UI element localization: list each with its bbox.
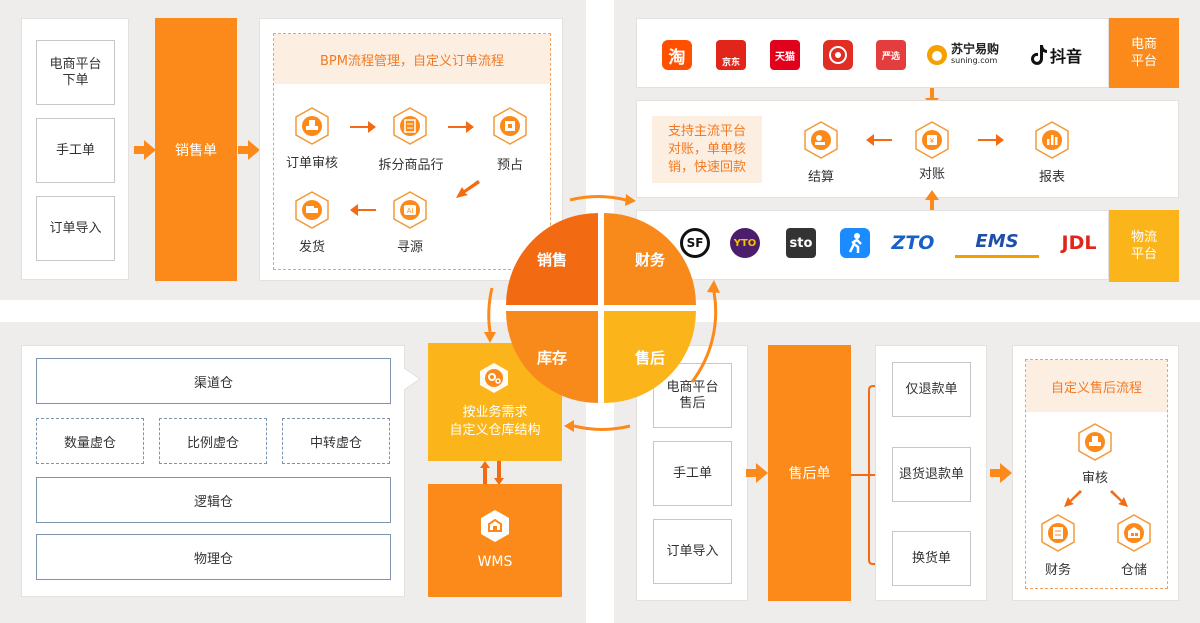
sales-channel-ecommerce: 电商平台 下单 xyxy=(36,40,115,105)
arrow-icon xyxy=(925,190,939,210)
node-finance: 财务 xyxy=(1044,563,1071,578)
arrow-icon xyxy=(1110,490,1128,507)
svg-text:¥: ¥ xyxy=(930,138,934,145)
aftersale-flow-title: 自定义售后流程 xyxy=(1026,360,1167,412)
custom-warehouse-text: 按业务需求 自定义仓库结构 xyxy=(449,405,541,438)
arrow-icon xyxy=(456,180,480,198)
virtual-warehouse-transit: 中转虚仓 xyxy=(282,418,390,464)
warehouse-icon xyxy=(481,510,509,542)
taobao-logo: 淘 xyxy=(662,40,692,70)
arrow-icon xyxy=(350,121,376,133)
logistics-platform-label: 物流 平台 xyxy=(1109,210,1179,282)
aftersale-flow-frame xyxy=(1025,359,1168,589)
virtual-warehouse-ratio: 比例虚仓 xyxy=(159,418,267,464)
suning-logo-text: 苏宁易购 xyxy=(951,42,1000,56)
storage-icon xyxy=(1117,514,1151,552)
aftersale-channel-manual: 手工单 xyxy=(653,441,732,506)
pinduoduo-logo xyxy=(823,40,853,70)
logical-warehouse: 逻辑仓 xyxy=(36,477,391,523)
bpm-dashed-frame xyxy=(273,33,551,270)
node-storage: 仓储 xyxy=(1120,563,1147,578)
aftersale-channel-import: 订单导入 xyxy=(653,519,732,584)
step-order-audit: 订单审核 xyxy=(285,156,338,171)
sales-order-column: 销售单 xyxy=(155,18,237,281)
cycle-sales: 销售 xyxy=(506,213,598,305)
sales-channel-manual: 手工单 xyxy=(36,118,115,183)
audit-icon xyxy=(1078,423,1112,461)
split-icon xyxy=(393,107,427,145)
arrow-icon xyxy=(1064,490,1082,507)
step-ship: 发货 xyxy=(298,240,325,255)
tmall-logo: 天猫 xyxy=(770,40,800,70)
zto-logo: ZTO xyxy=(891,232,935,254)
cycle-arrows xyxy=(484,194,720,432)
jd-logo: 京东 xyxy=(716,40,746,70)
bpm-title: BPM流程管理，自定义订单流程 xyxy=(274,34,550,84)
logistics-logo-bar xyxy=(636,210,1109,280)
arrow-icon xyxy=(238,140,260,160)
reserve-icon xyxy=(493,107,527,145)
reconcile-icon: ¥ xyxy=(915,121,949,159)
gear-icon xyxy=(480,363,508,393)
reconcile-note: 支持主流平台 对账，单单核 销，快速回款 xyxy=(652,116,762,183)
step-split-items: 拆分商品行 xyxy=(378,158,444,173)
finance-icon xyxy=(1041,514,1075,552)
yanxuan-logo: 严选 xyxy=(876,40,906,70)
wms-label: WMS xyxy=(477,554,513,570)
suning-logo-domain: suning.com xyxy=(951,56,998,65)
exchange: 换货单 xyxy=(892,531,971,586)
dada-logo xyxy=(840,228,870,258)
music-note-icon xyxy=(1031,45,1047,65)
douyin-logo: 抖音 xyxy=(1031,40,1091,70)
suning-logo: 苏宁易购 suning.com xyxy=(926,40,1006,70)
yto-logo: YTO xyxy=(730,228,760,258)
physical-warehouse: 物理仓 xyxy=(36,534,391,580)
arrow-icon xyxy=(448,121,474,133)
svg-text:AI: AI xyxy=(407,208,414,215)
return-refund: 退货退款单 xyxy=(892,447,971,502)
douyin-logo-text: 抖音 xyxy=(1050,47,1083,66)
aftersale-order-column: 售后单 xyxy=(768,345,851,601)
stamp-icon xyxy=(295,107,329,145)
step-reserve: 预占 xyxy=(496,158,523,173)
node-report: 报表 xyxy=(1038,170,1065,185)
jdl-logo: JDL xyxy=(1061,232,1097,254)
arrow-icon xyxy=(350,204,376,216)
sales-channel-import: 订单导入 xyxy=(36,196,115,261)
sto-logo: sto xyxy=(786,228,816,258)
source-icon: AI xyxy=(393,191,427,229)
node-settle: 结算 xyxy=(807,170,834,185)
settle-icon xyxy=(804,121,838,159)
virtual-warehouse-quantity: 数量虚仓 xyxy=(36,418,144,464)
callout-pointer xyxy=(403,367,421,391)
arrow-icon xyxy=(746,463,768,483)
arrow-icon xyxy=(990,463,1012,483)
node-audit: 审核 xyxy=(1081,471,1108,486)
aftersale-channel-ecommerce: 电商平台 售后 xyxy=(653,363,732,428)
node-reconcile: 对账 xyxy=(918,167,945,182)
runner-icon xyxy=(848,233,862,253)
channel-warehouse: 渠道仓 xyxy=(36,358,391,404)
step-source: 寻源 xyxy=(396,240,423,255)
arrow-icon xyxy=(866,134,892,146)
refund-only: 仅退款单 xyxy=(892,362,971,417)
sf-logo: SF xyxy=(680,228,710,258)
lion-icon xyxy=(927,45,947,65)
report-icon xyxy=(1035,121,1069,159)
arrow-icon xyxy=(978,134,1004,146)
bidirectional-arrow-icon xyxy=(480,461,504,485)
arrow-icon xyxy=(134,140,156,160)
truck-icon xyxy=(295,191,329,229)
ems-logo: EMS xyxy=(955,228,1039,258)
connector-lines xyxy=(851,385,895,565)
ecommerce-logo-bar xyxy=(636,18,1109,88)
ecommerce-platform-label: 电商 平台 xyxy=(1109,18,1179,88)
